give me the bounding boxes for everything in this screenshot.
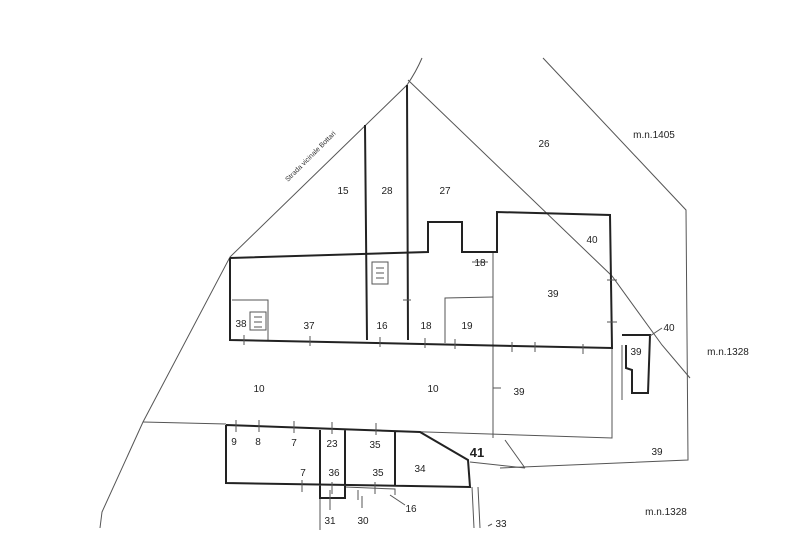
parcel-label: 9 <box>231 437 237 448</box>
road-boundary-curve <box>99 57 423 529</box>
parcel-label: 38 <box>235 319 247 330</box>
main-block-outline <box>229 210 614 350</box>
parcel-39-split <box>469 252 526 469</box>
parcel-39-small <box>622 334 652 394</box>
parcel-label: 23 <box>326 439 338 450</box>
staircase-icon <box>371 261 389 285</box>
lower-block-outline <box>225 424 472 499</box>
parcel-label: 41 <box>470 445 484 460</box>
parcel-label: 15 <box>337 186 349 197</box>
parcel-label: 27 <box>439 186 451 197</box>
map-ref-label: m.n.1328 <box>645 507 687 518</box>
lower-strips <box>319 345 623 530</box>
parcel-label: 36 <box>328 468 340 479</box>
parcel-label: 26 <box>538 139 550 150</box>
parcel-38-outline <box>232 299 269 340</box>
parcel-label: 39 <box>630 347 642 358</box>
parcel-19-outline <box>444 296 494 343</box>
parcel-label: 40 <box>586 235 598 246</box>
arrow-40 <box>649 327 663 337</box>
parcel-label: 40 <box>663 323 675 334</box>
parcel-28-strip <box>364 84 409 341</box>
parcel-label: 18 <box>420 321 432 332</box>
parcel-label: 35 <box>372 468 384 479</box>
diagonal-boundary <box>407 79 691 379</box>
parcel-label: 19 <box>461 321 473 332</box>
parcel-label: 16 <box>405 504 417 515</box>
parcel-label: 16 <box>376 321 388 332</box>
parcel-label: 39 <box>513 387 525 398</box>
parcel-label: 28 <box>381 186 393 197</box>
road-lower-boundary <box>142 348 613 439</box>
parcel-label: 37 <box>303 321 315 332</box>
map-ref-label: m.n.1405 <box>633 130 675 141</box>
parcel-label: 30 <box>357 516 369 527</box>
parcel-label: 10 <box>253 384 265 395</box>
parcel-label: 8 <box>255 437 261 448</box>
road-label: Strada vicinale Bottari <box>284 130 337 183</box>
staircase-icon <box>249 311 267 331</box>
parcel-label: 7 <box>300 468 306 479</box>
parcel-label: 35 <box>369 440 381 451</box>
arrow-16 <box>389 494 406 506</box>
map-ref-label: m.n.1328 <box>707 347 749 358</box>
boundary-ticks <box>235 261 617 500</box>
parcel-label: 7 <box>291 438 297 449</box>
parcel-label: 18 <box>474 258 486 269</box>
parcel-label: 39 <box>651 447 663 458</box>
parcel-label: 31 <box>324 516 336 527</box>
parcel-label: 34 <box>414 464 426 475</box>
arrow-33 <box>487 523 493 527</box>
parcel-label: 10 <box>427 384 439 395</box>
east-boundary <box>499 57 689 469</box>
parcel-label: 33 <box>495 519 507 530</box>
parcel-label: 39 <box>547 289 559 300</box>
